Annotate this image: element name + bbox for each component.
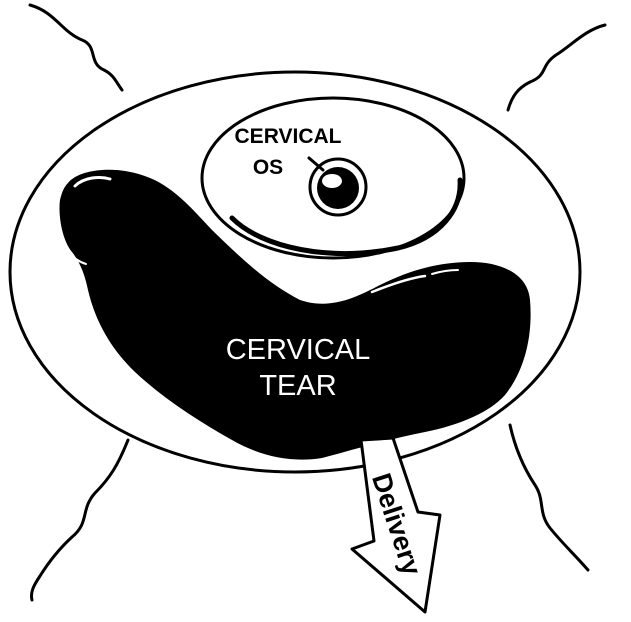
tear-label-line2: TEAR <box>259 370 336 402</box>
tear-highlight-right <box>370 274 427 294</box>
os-region-shadow <box>229 177 463 256</box>
tear-highlight-top <box>73 176 112 188</box>
delivery-arrow <box>350 436 442 614</box>
tear-label-line1: CERVICAL <box>226 334 371 366</box>
wavy-edge-top-right <box>506 23 607 112</box>
cervical-tear-region <box>59 169 531 460</box>
os-label-line2: OS <box>253 156 283 179</box>
tear-highlight-ridge <box>431 269 459 275</box>
wavy-edge-bottom-right <box>508 423 590 572</box>
cervical-os-highlight <box>322 174 342 188</box>
wavy-edge-bottom-left <box>30 438 130 602</box>
wavy-edge-top-left <box>28 3 124 92</box>
os-pointer-line <box>307 156 325 172</box>
cervical-os-opening <box>317 167 359 209</box>
os-label-line1: CERVICAL <box>235 125 342 148</box>
tear-highlight-left <box>67 251 87 265</box>
